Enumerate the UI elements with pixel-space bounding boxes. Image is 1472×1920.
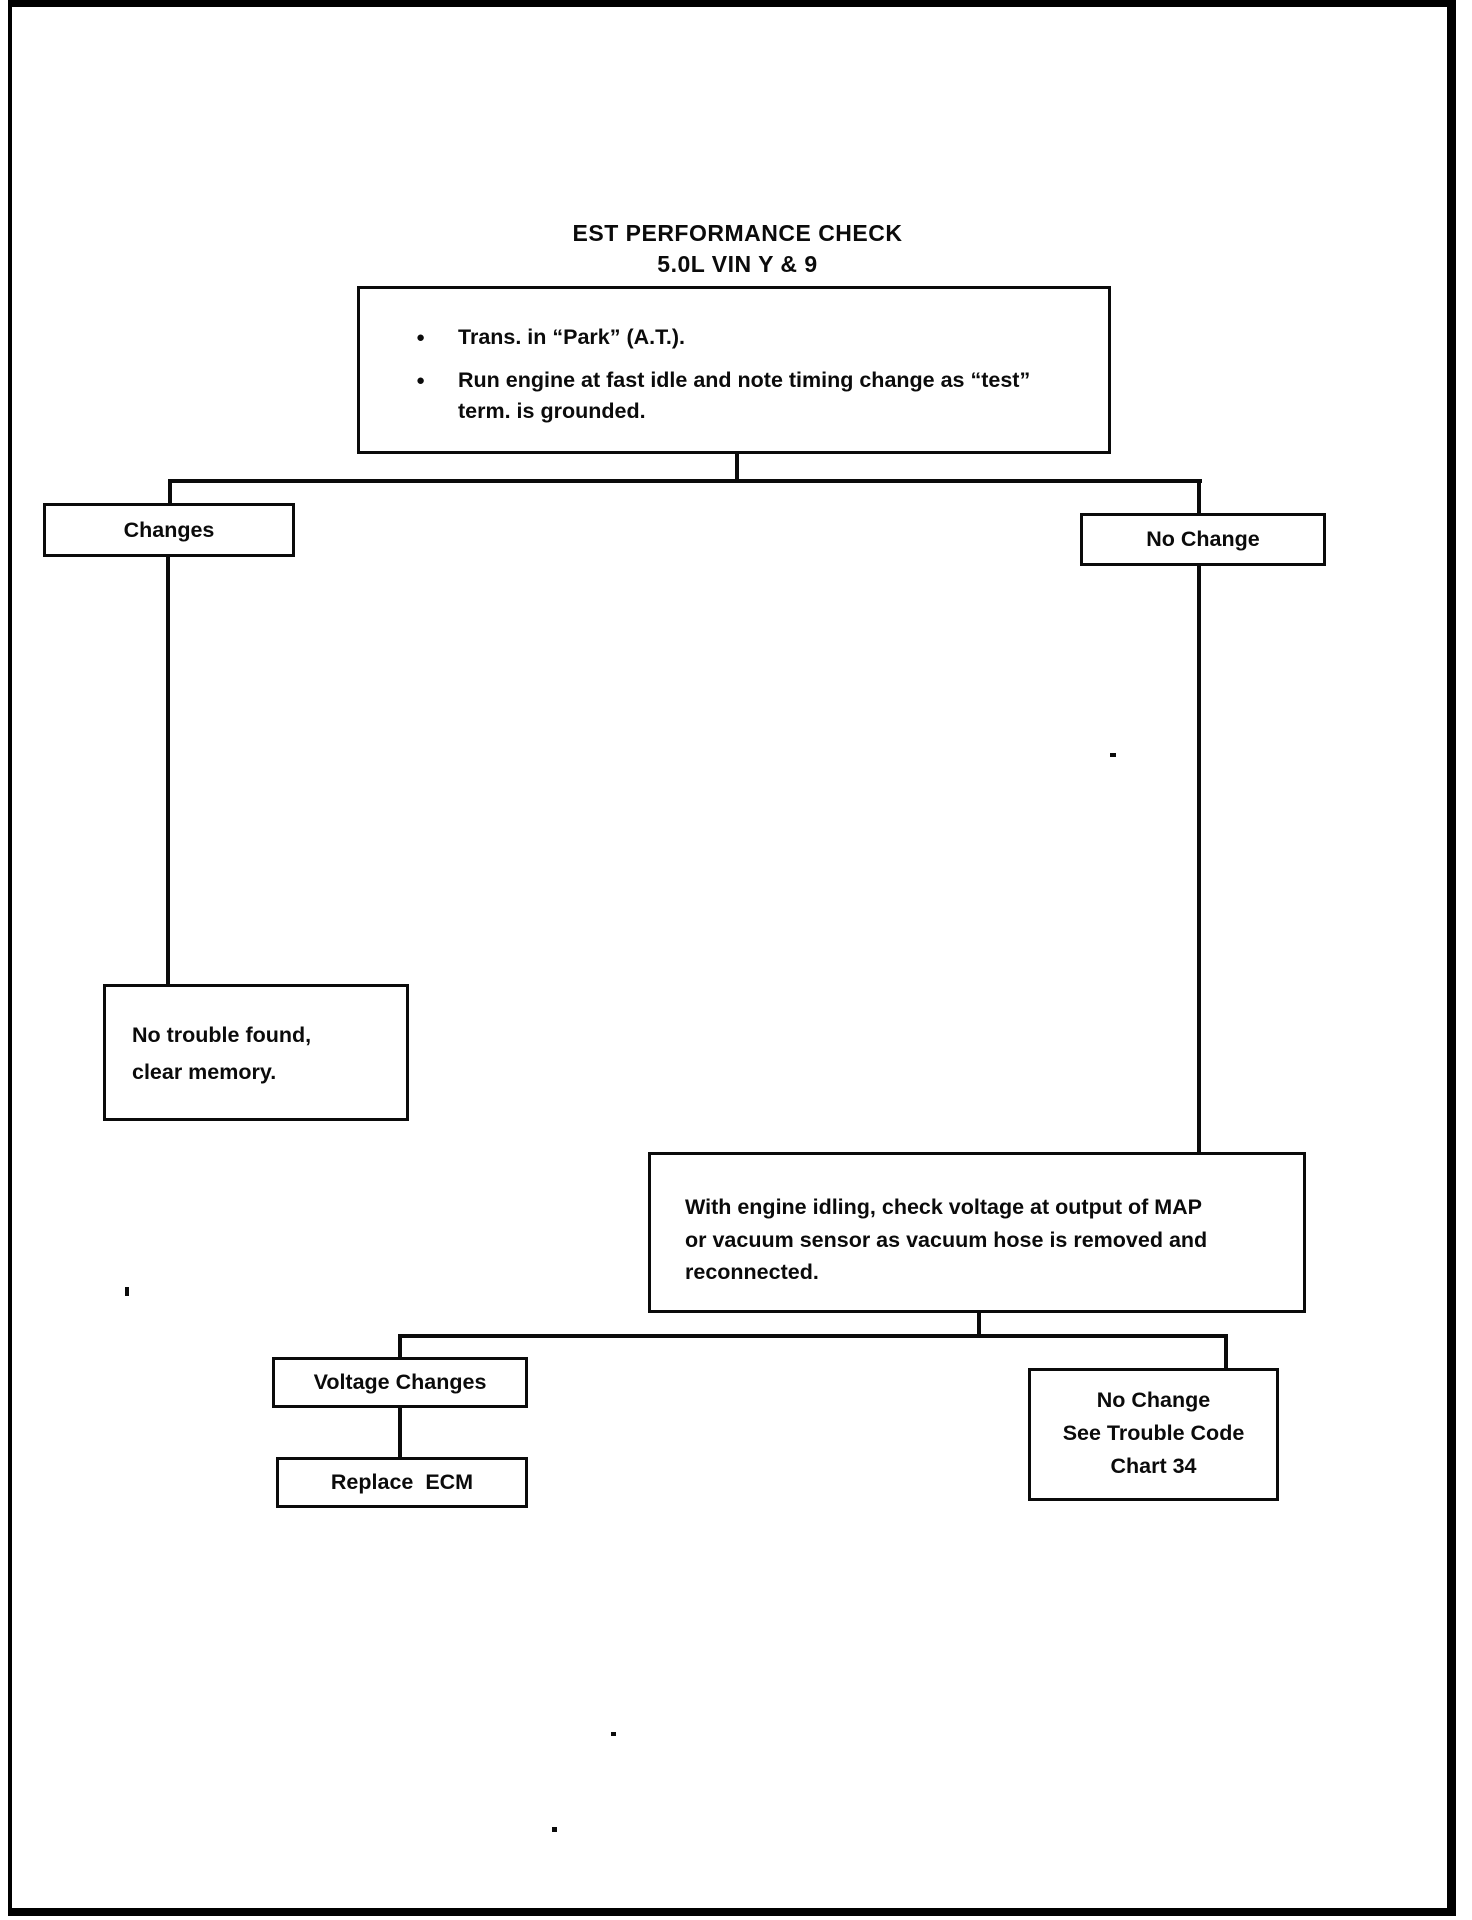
node-no-change-chart34: No Change See Trouble Code Chart 34 [1028,1368,1279,1501]
connector-map-stub [977,1311,981,1338]
connector-changes-to-outcome [166,555,170,986]
node-map-check-line: or vacuum sensor as vacuum hose is remov… [685,1227,1208,1252]
scan-artifact-dot [552,1827,557,1832]
node-no-change: No Change [1080,513,1326,566]
node-map-check-line: reconnected. [685,1260,819,1284]
node-no-trouble-line: No trouble found, [132,1023,312,1047]
instruction-item: ● Run engine at fast idle and note timin… [416,365,1080,427]
connector-drop-changes [168,481,172,505]
instruction-text-line: term. is grounded. [458,399,646,423]
connector-voltage-to-replace [398,1406,402,1459]
node-no-trouble-line: clear memory. [132,1060,277,1084]
bullet-icon: ● [416,329,426,346]
node-chart34-line: Chart 34 [1110,1454,1197,1478]
node-changes: Changes [43,503,295,557]
scan-artifact-dot [125,1287,129,1296]
node-voltage-changes-label: Voltage Changes [313,1370,487,1394]
instruction-item: ● Trans. in “Park” (A.T.). [416,322,1080,353]
connector-branch-1 [168,479,1202,483]
connector-nochange-to-map [1197,564,1201,1154]
connector-drop-voltage [398,1336,402,1359]
connector-branch-2 [398,1334,1228,1338]
chart-title-line1: EST PERFORMANCE CHECK [572,220,903,246]
connector-top-stub [735,451,739,482]
chart-title: EST PERFORMANCE CHECK 5.0L VIN Y & 9 [360,218,1115,280]
scan-artifact-dot [611,1732,616,1736]
node-changes-label: Changes [123,517,215,542]
page-border [8,0,1456,1916]
node-instructions: ● Trans. in “Park” (A.T.). ● Run engine … [357,286,1111,454]
instruction-text-line: Run engine at fast idle and note timing … [458,368,1031,392]
scan-artifact-dot [1110,753,1116,757]
node-chart34-line: No Change [1096,1388,1211,1412]
node-replace-ecm-label: Replace ECM [330,1470,474,1494]
node-chart34-line: See Trouble Code [1062,1421,1245,1445]
connector-drop-no-change [1197,481,1201,515]
node-map-check-line: With engine idling, check voltage at out… [685,1195,1203,1219]
instruction-text: Run engine at fast idle and note timing … [458,365,1030,427]
node-no-trouble-found: No trouble found, clear memory. [103,984,409,1121]
node-replace-ecm: Replace ECM [276,1457,528,1508]
instruction-text: Trans. in “Park” (A.T.). [458,325,685,349]
node-no-change-label: No Change [1146,527,1260,551]
connector-drop-chart34 [1224,1336,1228,1370]
chart-title-line2: 5.0L VIN Y & 9 [657,251,818,277]
node-voltage-changes: Voltage Changes [272,1357,528,1408]
bullet-icon: ● [416,372,426,389]
node-map-check: With engine idling, check voltage at out… [648,1152,1306,1313]
